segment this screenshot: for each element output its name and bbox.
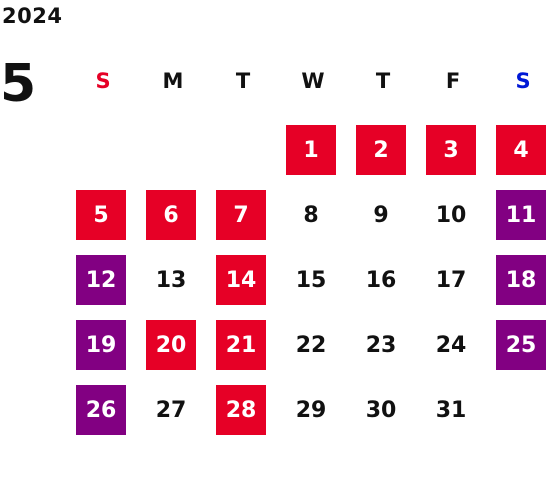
weekday-label: S	[515, 69, 531, 93]
day-number: 30	[365, 397, 397, 423]
day-number: 3	[426, 125, 476, 175]
day-number: 11	[496, 190, 546, 240]
day-number: 27	[155, 397, 187, 423]
day-number: 5	[76, 190, 126, 240]
empty-cell	[208, 120, 278, 185]
weekday-label: S	[95, 69, 111, 93]
day-cell[interactable]: 17	[418, 250, 488, 315]
day-number: 24	[435, 332, 467, 358]
day-cell[interactable]: 25	[488, 315, 548, 380]
day-cell[interactable]: 9	[348, 185, 418, 250]
day-cell[interactable]: 27	[138, 380, 208, 445]
day-number: 9	[373, 202, 389, 228]
day-cell[interactable]: 3	[418, 120, 488, 185]
day-number: 17	[435, 267, 467, 293]
day-number: 1	[286, 125, 336, 175]
day-number: 25	[496, 320, 546, 370]
day-cell[interactable]: 30	[348, 380, 418, 445]
day-number: 10	[435, 202, 467, 228]
day-number: 23	[365, 332, 397, 358]
day-cell[interactable]: 31	[418, 380, 488, 445]
day-cell[interactable]: 29	[278, 380, 348, 445]
day-cell[interactable]: 5	[68, 185, 138, 250]
day-cell[interactable]: 18	[488, 250, 548, 315]
day-cell[interactable]: 8	[278, 185, 348, 250]
weekday-label: T	[375, 69, 391, 93]
day-number: 4	[496, 125, 546, 175]
day-cell[interactable]: 16	[348, 250, 418, 315]
day-cell[interactable]: 22	[278, 315, 348, 380]
day-cell[interactable]: 14	[208, 250, 278, 315]
day-number: 6	[146, 190, 196, 240]
day-cell[interactable]: 28	[208, 380, 278, 445]
weekday-label: F	[445, 69, 461, 93]
day-cell[interactable]: 10	[418, 185, 488, 250]
day-cell[interactable]: 26	[68, 380, 138, 445]
day-number: 19	[76, 320, 126, 370]
year-label: 2024	[2, 4, 63, 28]
day-number: 2	[356, 125, 406, 175]
empty-cell	[68, 120, 138, 185]
day-number: 21	[216, 320, 266, 370]
day-cell[interactable]: 2	[348, 120, 418, 185]
day-number: 26	[76, 385, 126, 435]
day-cell[interactable]: 15	[278, 250, 348, 315]
day-cell[interactable]: 11	[488, 185, 548, 250]
day-number: 8	[303, 202, 319, 228]
day-number: 22	[295, 332, 327, 358]
weekday-label: T	[235, 69, 251, 93]
day-cell[interactable]: 24	[418, 315, 488, 380]
day-number: 12	[76, 255, 126, 305]
day-cell[interactable]: 19	[68, 315, 138, 380]
day-number: 29	[295, 397, 327, 423]
day-cell[interactable]: 21	[208, 315, 278, 380]
day-number: 14	[216, 255, 266, 305]
day-cell[interactable]: 7	[208, 185, 278, 250]
day-number: 20	[146, 320, 196, 370]
day-cell[interactable]: 1	[278, 120, 348, 185]
day-number: 13	[155, 267, 187, 293]
weekday-label: M	[162, 69, 184, 93]
day-number: 18	[496, 255, 546, 305]
day-number: 31	[435, 397, 467, 423]
day-number: 15	[295, 267, 327, 293]
day-number: 28	[216, 385, 266, 435]
day-cell[interactable]: 6	[138, 185, 208, 250]
empty-cell	[138, 120, 208, 185]
day-cell[interactable]: 20	[138, 315, 208, 380]
day-number: 16	[365, 267, 397, 293]
weekday-label: W	[301, 69, 325, 93]
day-cell[interactable]: 23	[348, 315, 418, 380]
month-label: 5	[0, 54, 37, 114]
day-cell[interactable]: 4	[488, 120, 548, 185]
day-cell[interactable]: 12	[68, 250, 138, 315]
day-number: 7	[216, 190, 266, 240]
day-cell[interactable]: 13	[138, 250, 208, 315]
